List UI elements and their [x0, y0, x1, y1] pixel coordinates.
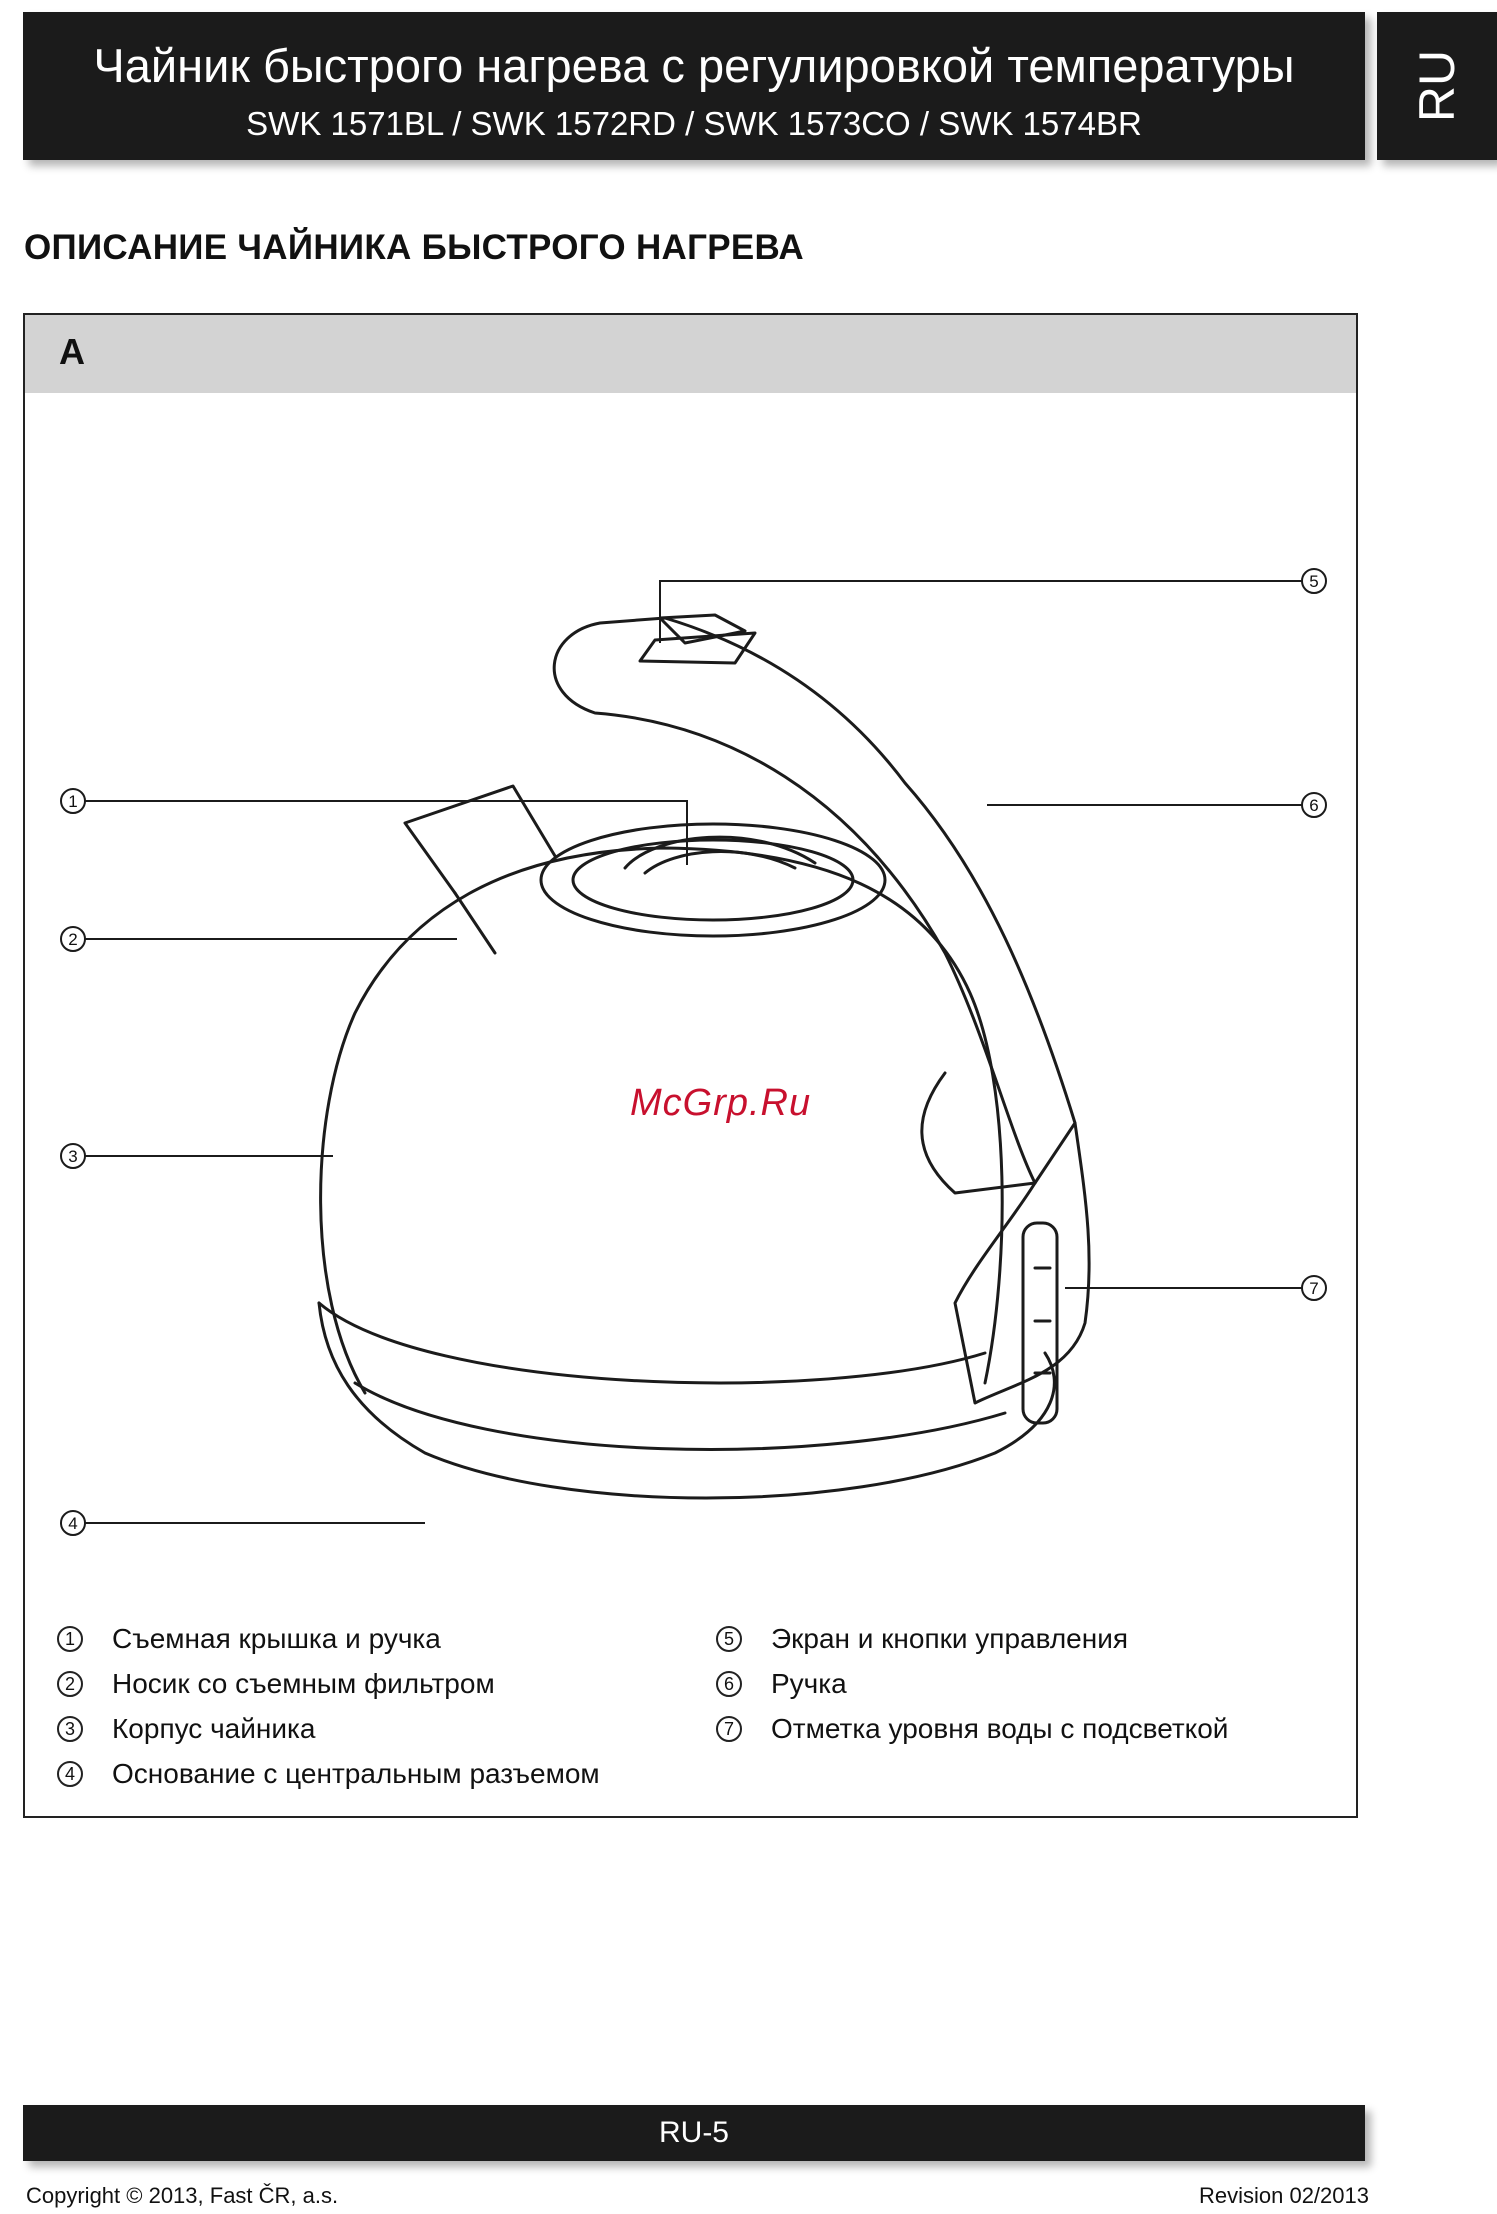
legend-item-2: 2 Носик со съемным фильтром — [57, 1664, 495, 1704]
callout-marker-5: 5 — [1301, 568, 1327, 594]
kettle-handle-joint — [920, 1071, 1037, 1195]
callout-marker-2: 2 — [60, 926, 86, 952]
legend-number: 6 — [716, 1671, 742, 1697]
legend-item-5: 5 Экран и кнопки управления — [716, 1619, 1128, 1659]
diagram-header-band: A — [25, 315, 1356, 393]
svg-text:7: 7 — [1309, 1279, 1318, 1298]
water-level-window — [1021, 1221, 1059, 1425]
legend-number: 2 — [57, 1671, 83, 1697]
legend-number: 5 — [716, 1626, 742, 1652]
kettle-lid-knob — [623, 835, 817, 870]
legend-item-3: 3 Корпус чайника — [57, 1709, 315, 1749]
callout-marker-3: 3 — [60, 1143, 86, 1169]
legend-number: 4 — [57, 1761, 83, 1787]
legend-number: 1 — [57, 1626, 83, 1652]
legend-item-1: 1 Съемная крышка и ручка — [57, 1619, 441, 1659]
watermark: McGrp.Ru — [630, 1082, 812, 1124]
kettle-lid — [539, 822, 887, 938]
callout-line-5 — [659, 580, 1312, 643]
kettle-body — [319, 846, 1004, 1395]
kettle-base — [317, 1301, 1056, 1500]
callout-marker-7: 7 — [1301, 1275, 1327, 1301]
callout-line-1 — [73, 800, 688, 865]
legend-item-6: 6 Ручка — [716, 1664, 847, 1704]
legend-item-4: 4 Основание с центральным разъемом — [57, 1754, 600, 1794]
header-bar: Чайник быстрого нагрева с регулировкой т… — [23, 12, 1365, 160]
svg-text:1: 1 — [68, 792, 77, 811]
legend-text: Отметка уровня воды с подсветкой — [771, 1713, 1229, 1744]
section-heading: ОПИСАНИЕ ЧАЙНИКА БЫСТРОГО НАГРЕВА — [24, 228, 804, 267]
legend-text: Носик со съемным фильтром — [112, 1668, 495, 1699]
kettle-lid-inner — [571, 838, 855, 922]
callout-marker-4: 4 — [60, 1510, 86, 1536]
kettle-body-seam — [317, 1301, 987, 1385]
legend-text: Ручка — [771, 1668, 847, 1699]
callout-marker-6: 6 — [1301, 792, 1327, 818]
callout-marker-1: 1 — [60, 788, 86, 814]
legend-number: 7 — [716, 1716, 742, 1742]
diagram-frame: A — [23, 313, 1358, 1818]
revision: Revision 02/2013 — [1198, 2183, 1369, 2208]
kettle-handle-buttons — [638, 631, 757, 665]
kettle-handle-top — [658, 613, 747, 645]
legend-text: Основание с центральным разъемом — [112, 1758, 600, 1789]
kettle-spout — [403, 784, 557, 895]
legend-text: Экран и кнопки управления — [771, 1623, 1129, 1654]
page-number: RU-5 — [658, 2116, 729, 2149]
kettle-spout-side — [453, 891, 497, 955]
language-tab-label: RU — [1409, 49, 1465, 123]
diagram-panel-label: A — [59, 331, 85, 372]
footer-bar: RU-5 — [23, 2105, 1365, 2161]
svg-text:2: 2 — [68, 930, 77, 949]
svg-text:6: 6 — [1309, 796, 1318, 815]
kettle-diagram: 5 1 6 2 3 7 4 — [60, 568, 1327, 1536]
copyright: Copyright © 2013, Fast ČR, a.s. — [26, 2183, 339, 2208]
model-numbers: SWK 1571BL / SWK 1572RD / SWK 1573CO / S… — [246, 105, 1142, 142]
svg-text:5: 5 — [1309, 572, 1318, 591]
legend-number: 3 — [57, 1716, 83, 1742]
kettle-base-ring — [353, 1381, 1007, 1451]
kettle-handle — [552, 616, 1077, 1185]
document-title: Чайник быстрого нагрева с регулировкой т… — [93, 39, 1295, 92]
language-tab: RU — [1377, 12, 1497, 160]
svg-text:3: 3 — [68, 1147, 77, 1166]
legend-item-7: 7 Отметка уровня воды с подсветкой — [716, 1709, 1228, 1749]
legend-text: Съемная крышка и ручка — [112, 1623, 441, 1654]
svg-text:4: 4 — [68, 1514, 77, 1533]
kettle-lid-knob-inner — [643, 850, 797, 875]
legend-text: Корпус чайника — [112, 1713, 316, 1744]
